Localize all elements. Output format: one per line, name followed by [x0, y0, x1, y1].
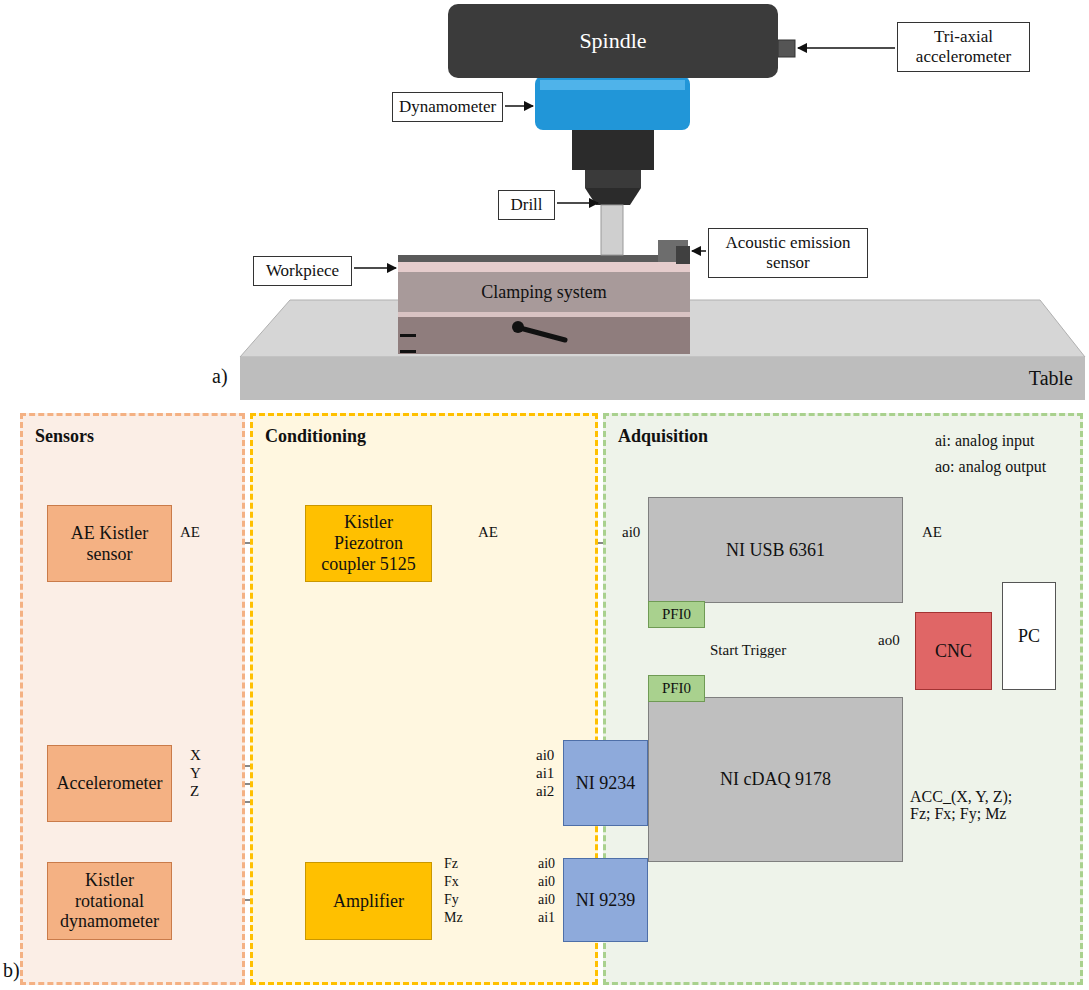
callout-box: Dynamometer — [392, 92, 503, 122]
table-part: Table — [240, 357, 1085, 400]
node-label: NI cDAQ 9178 — [720, 769, 831, 790]
region-heading: Adquisition — [618, 426, 708, 447]
spindle-part: Spindle — [448, 4, 778, 78]
sensor-box: Accelerometer — [47, 745, 172, 822]
node-label: Tri-axial accelerometer — [904, 27, 1023, 66]
accelerometer-block — [778, 40, 795, 57]
signal-name: ai1 — [536, 765, 554, 782]
wire-label: AE — [922, 524, 942, 541]
vise-handle — [520, 328, 565, 340]
node-label: Table — [1029, 367, 1073, 390]
node-label: NI USB 6361 — [726, 540, 825, 561]
node-label: Kistler Piezotron coupler 5125 — [312, 512, 425, 574]
vise-strip — [398, 312, 690, 317]
node-label: Accelerometer — [57, 773, 163, 794]
wire-label: ACC_(X, Y, Z); Fz; Fx; Fy; Mz — [910, 788, 1030, 822]
node-label: Clamping system — [481, 282, 607, 303]
dynamometer-highlight — [540, 80, 685, 90]
signal-name: ai2 — [536, 783, 554, 800]
callout-box: Acoustic emission sensor — [708, 228, 868, 278]
tool-holder — [572, 130, 654, 170]
conditioning-box: Amplifier — [305, 862, 432, 940]
legend-note: ai: analog input — [935, 432, 1035, 449]
legend-note: ao: analog output — [935, 458, 1046, 475]
vise-base — [398, 312, 690, 354]
wire-label: Fz — [444, 855, 458, 872]
leader-line — [557, 202, 598, 204]
sensors-region: Sensors AE Kistler sensorAccelerometerKis… — [20, 413, 245, 985]
dynamometer-body — [535, 76, 690, 130]
acquisition-region: AdquisitionNI USB 6361PFI0CNCPCNI cDAQ 9… — [603, 413, 1083, 985]
wire-label: Mz — [444, 909, 463, 926]
node-label: Spindle — [579, 28, 646, 53]
node-label: NI 9239 — [576, 890, 636, 911]
handle-ball — [512, 321, 524, 333]
sensor-box: Kistler rotational dynamometer — [47, 862, 172, 940]
leader-line — [354, 267, 396, 269]
wire-label: AE — [478, 524, 498, 541]
ae-sensor-connector — [676, 246, 690, 264]
node-label: PFI0 — [662, 606, 691, 623]
signal-name: ai1 — [538, 909, 555, 926]
node-label: NI 9234 — [576, 773, 636, 794]
clamping-part: Clamping system — [398, 272, 690, 312]
node-label: PFI0 — [662, 680, 691, 697]
conditioning-box: Kistler Piezotron coupler 5125 — [305, 505, 432, 582]
panel-letter: b) — [3, 962, 20, 979]
signal-name: ai0 — [538, 873, 555, 890]
wire-label: Z — [190, 783, 199, 800]
signal-name: ai0 — [538, 891, 555, 908]
module-box: NI 9239 — [563, 858, 648, 942]
panel-letter: a) — [212, 368, 228, 385]
wire-label: AE — [180, 524, 200, 541]
wire-label: Y — [190, 765, 201, 782]
node-label: Acoustic emission sensor — [715, 233, 861, 272]
signal-name: ai0 — [536, 747, 554, 764]
callout-box: Workpiece — [253, 256, 352, 286]
node-label: AE Kistler sensor — [54, 523, 165, 564]
region-heading: Sensors — [35, 426, 94, 447]
signal-name: ai0 — [622, 524, 640, 541]
leader-line — [505, 105, 533, 107]
wire-label: Fx — [444, 873, 459, 890]
node-label: CNC — [935, 641, 972, 662]
leader-line — [692, 250, 706, 252]
trigger-pin-box: PFI0 — [648, 675, 705, 702]
node-label: Kistler rotational dynamometer — [54, 870, 165, 932]
daq-box: NI cDAQ 9178 — [648, 697, 903, 862]
daq-box: NI USB 6361 — [648, 497, 903, 603]
cnc-box: CNC — [915, 612, 992, 690]
drill-bit — [601, 205, 623, 255]
module-box: NI 9234 — [563, 740, 648, 826]
callout-box: Tri-axial accelerometer — [897, 22, 1030, 72]
signal-name: ai0 — [538, 855, 555, 872]
workpiece-body — [398, 262, 690, 272]
node-label: Drill — [510, 195, 542, 215]
wire-label: Fy — [444, 891, 459, 908]
vise-mark — [400, 350, 416, 353]
workpiece-top — [398, 255, 690, 262]
node-label: PC — [1018, 626, 1040, 647]
region-heading: Conditioning — [265, 426, 366, 447]
node-label: Amplifier — [333, 891, 404, 912]
leader-line — [798, 47, 895, 49]
pc-box: PC — [1002, 582, 1056, 690]
vise-mark — [400, 334, 416, 337]
signal-name: ao0 — [878, 632, 900, 649]
sensor-box: AE Kistler sensor — [47, 505, 172, 582]
collet-nut — [585, 170, 641, 188]
trigger-pin-box: PFI0 — [648, 601, 705, 628]
node-label: Workpiece — [266, 261, 339, 281]
signal-name: Start Trigger — [710, 642, 786, 659]
wire-label: X — [190, 747, 201, 764]
node-label: Dynamometer — [399, 97, 496, 117]
callout-box: Drill — [498, 190, 555, 220]
